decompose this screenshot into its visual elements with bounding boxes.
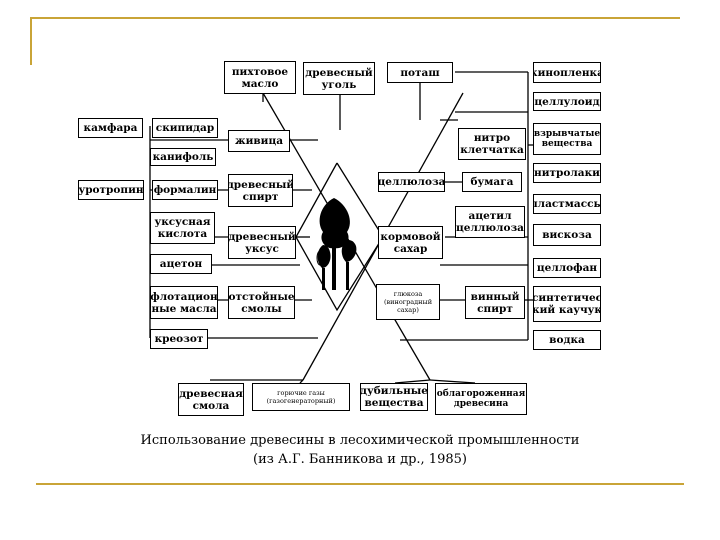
node-kanifol: канифоль — [150, 148, 216, 166]
node-nitrokletchatka: нитро клетчатка — [458, 128, 526, 160]
node-vzryvchatye-veshchestva: взрывчатые вещества — [533, 123, 601, 155]
node-cellyuloza: целлюлоза — [378, 172, 445, 192]
node-pikhtovoe-maslo: пихтовое масло — [224, 61, 296, 94]
node-drevesny-ugol: древесный уголь — [303, 62, 375, 95]
node-vodka: водка — [533, 330, 601, 350]
node-kamfara: камфара — [78, 118, 143, 138]
node-acetil-cellyuloza: ацетил целлюлоза — [455, 206, 525, 238]
node-kreozot: креозот — [150, 329, 208, 349]
node-flotacionnye-masla: флотацион ные масла — [150, 286, 218, 319]
node-drevesny-spirt: древесный спирт — [228, 174, 293, 207]
node-kormovoy-sakhar: кормовой сахар — [378, 226, 443, 259]
node-otstoynye-smoly: отстойные смолы — [228, 286, 295, 319]
node-cellofan: целлофан — [533, 258, 601, 278]
node-bumaga: бумага — [462, 172, 522, 192]
node-viskoza: вискоза — [533, 224, 601, 246]
frame-bottom-rule — [36, 483, 684, 485]
node-skipidar: скипидар — [152, 118, 218, 138]
tree-illustration — [316, 198, 357, 290]
node-goryuchie-gazy: горючие газы (газогенераторный) — [252, 383, 350, 411]
node-uksusnaya-kislota: уксусная кислота — [150, 212, 215, 244]
node-formalin: формалин — [152, 180, 218, 200]
frame-top-rule — [30, 17, 680, 19]
node-dubilnye-veshchestva: дубильные вещества — [360, 383, 428, 411]
caption-source: (из А.Г. Банникова и др., 1985) — [253, 452, 467, 467]
node-vinny-spirt: винный спирт — [465, 286, 525, 319]
caption-title: Использование древесины в лесохимической… — [140, 433, 580, 448]
node-zhivitsa: живица — [228, 130, 290, 152]
node-oblagorozhennaya-drevesina: облагороженная древесина — [435, 383, 527, 415]
node-drevesny-uksus: древесный уксус — [228, 226, 296, 259]
node-celluloid: целлулоид — [533, 92, 601, 111]
node-kinoplenka: кинопленка — [533, 62, 601, 83]
node-potash: поташ — [387, 62, 453, 83]
node-urotropin: уротропин — [78, 180, 144, 200]
node-aceton: ацетон — [150, 254, 212, 274]
frame-left-rule — [30, 17, 32, 65]
node-plastmassy: пластмассы — [533, 194, 601, 214]
node-nitrolaki: нитролаки — [533, 163, 601, 183]
node-sinteticheskiy-kauchuk: синтетичес кий каучук — [533, 286, 601, 322]
node-drevesnaya-smola: древесная смола — [178, 383, 244, 416]
node-glyukoza: глюкоза (виноградный сахар) — [376, 284, 440, 320]
